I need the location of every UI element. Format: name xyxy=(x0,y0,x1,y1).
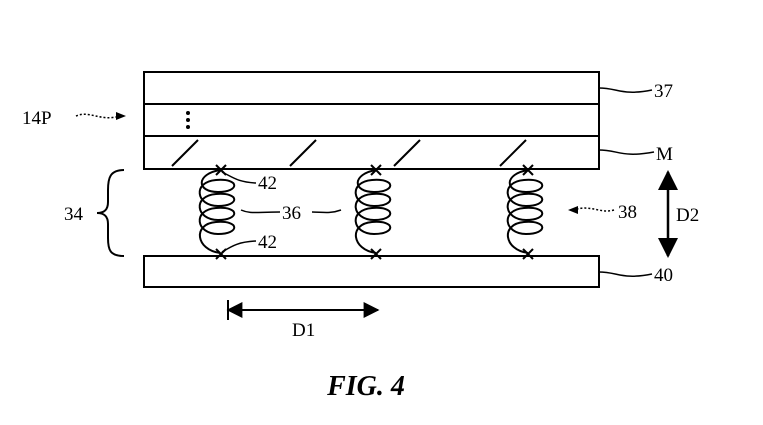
spring-middle xyxy=(354,164,392,260)
anchor-x-top xyxy=(370,164,382,176)
label-d1: D1 xyxy=(292,320,315,341)
label-38: 38 xyxy=(618,202,637,223)
brace-34 xyxy=(96,169,125,257)
ellipsis-dot xyxy=(186,118,190,122)
spring-left xyxy=(198,164,236,260)
hatch-line xyxy=(289,139,317,167)
label-42-bottom: 42 xyxy=(258,232,277,253)
anchor-x-top xyxy=(522,164,534,176)
leader-lines xyxy=(75,87,655,277)
hatch-line xyxy=(171,139,199,167)
label-36: 36 xyxy=(282,203,301,224)
label-m: M xyxy=(656,144,673,165)
figure-caption: FIG. 4 xyxy=(326,371,405,402)
anchor-x-bottom xyxy=(522,248,534,260)
label-14p: 14P xyxy=(22,108,52,129)
base-layer-40 xyxy=(143,255,600,288)
hatch-line xyxy=(393,139,421,167)
anchor-x-bottom xyxy=(370,248,382,260)
hatched-layer-m xyxy=(143,135,600,170)
label-42-top: 42 xyxy=(258,173,277,194)
hatch-line xyxy=(499,139,527,167)
spring-right xyxy=(506,164,544,260)
top-stack xyxy=(143,71,600,170)
ellipsis-dot xyxy=(186,111,190,115)
label-37: 37 xyxy=(654,81,673,102)
ellipsis-dot xyxy=(186,125,190,129)
label-34: 34 xyxy=(64,204,84,225)
label-d2: D2 xyxy=(676,205,699,226)
top-layer-37 xyxy=(143,71,600,105)
label-40: 40 xyxy=(654,265,673,286)
middle-layer xyxy=(143,103,600,137)
